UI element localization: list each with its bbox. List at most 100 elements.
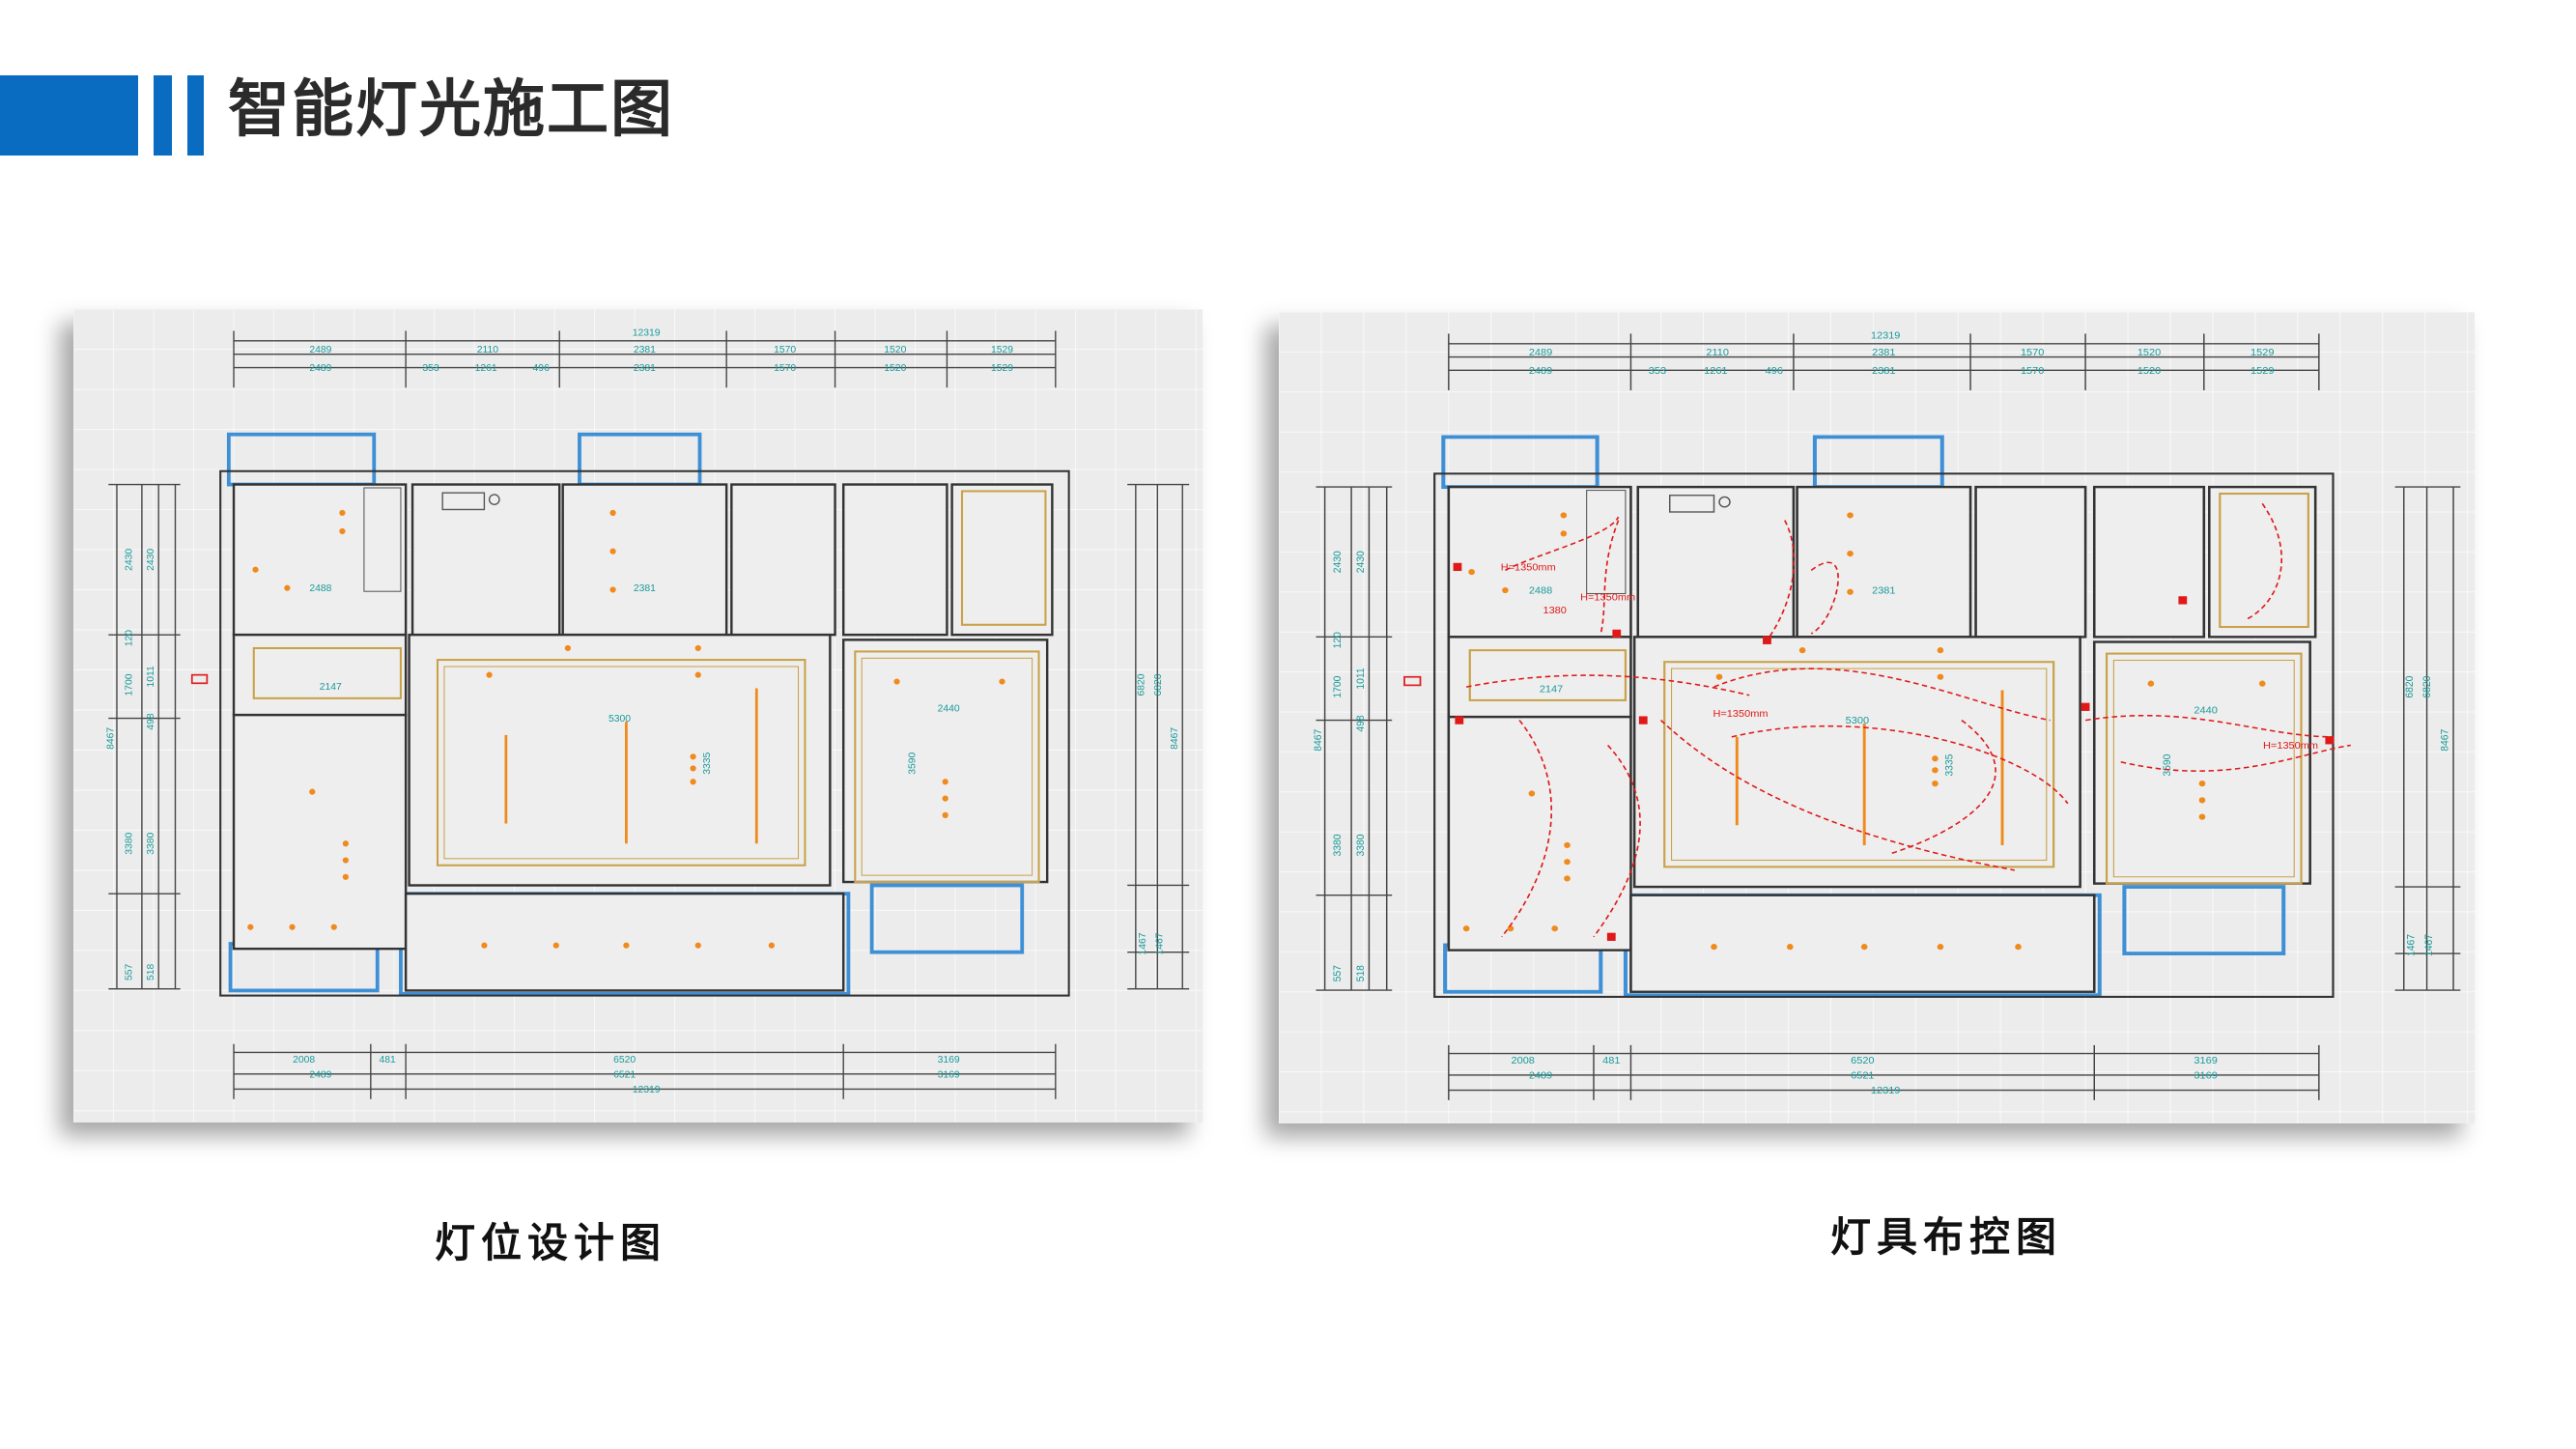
spot-light-icon [2258, 680, 2266, 687]
window-frame [1812, 435, 1944, 490]
ceiling-outline [854, 650, 1040, 884]
window-frame [869, 883, 1025, 954]
switch-icon [1606, 932, 1616, 941]
dimension-label: 3590 [908, 753, 919, 775]
spot-light-icon [1715, 673, 1723, 680]
spot-light-icon [1551, 925, 1558, 932]
dimension-label: 1529 [991, 363, 1013, 374]
dimension-label: 557 [1332, 965, 1344, 981]
dimension-label: 5300 [609, 714, 631, 724]
room-wall [408, 633, 832, 887]
spot-light-icon [893, 678, 900, 685]
room-wall [1636, 485, 1796, 639]
spot-light-icon [1798, 647, 1806, 654]
spot-light-icon [339, 509, 346, 517]
switch-icon [2081, 702, 2090, 711]
spot-light-icon [564, 644, 571, 652]
spot-light-icon [309, 788, 316, 795]
dimension-label: 6820 [1136, 673, 1146, 696]
sink-icon [1668, 495, 1715, 513]
control-wiring-line [1465, 674, 1750, 696]
dimension-label: 12319 [1871, 1085, 1901, 1096]
spot-light-icon [942, 795, 948, 802]
control-wiring-line [1810, 561, 1839, 635]
dimension-label: 498 [1355, 715, 1367, 731]
dimension-label: 6820 [1153, 673, 1164, 696]
room-wall [841, 639, 1049, 884]
dimension-label: 353 [1649, 365, 1666, 377]
room-wall [1447, 715, 1632, 952]
dimension-label: 5300 [1846, 715, 1869, 726]
spot-light-icon [2198, 797, 2206, 804]
dimension-label: 2489 [1529, 347, 1552, 358]
spot-light-icon [690, 753, 696, 760]
dimension-label: 2381 [1872, 365, 1895, 377]
dimension-label: 496 [533, 363, 551, 374]
spot-light-icon [552, 942, 559, 949]
room-wall [1629, 894, 2096, 993]
header-accent-stripe [154, 75, 172, 156]
dimension-label: 498 [146, 713, 156, 730]
ceiling-outline [2112, 659, 2295, 878]
dimension-label: 120 [1332, 632, 1344, 648]
room-wall [2092, 640, 2311, 885]
switch-icon [1453, 562, 1462, 572]
dimension-label: 1467 [1138, 932, 1148, 954]
dimension-label: 1529 [2250, 365, 2274, 377]
switch-icon [1763, 636, 1771, 644]
spot-light-icon [1560, 512, 1568, 519]
dimension-label: 1529 [991, 345, 1013, 355]
spot-light-icon [342, 840, 349, 847]
switch-icon [1638, 716, 1648, 724]
spot-light-icon [609, 509, 616, 517]
spot-light-icon [330, 923, 337, 930]
control-wiring-line [2244, 502, 2283, 621]
ceiling-outline [436, 659, 807, 867]
dimension-label: 2440 [938, 704, 960, 715]
dimension-label: 1467 [2405, 934, 2417, 956]
dimension-label: 481 [1602, 1055, 1620, 1066]
ceiling-outline [2105, 652, 2303, 885]
dimension-label: 12319 [633, 1085, 661, 1095]
spot-light-icon [289, 923, 296, 930]
dimension-label: 6820 [2421, 676, 2433, 698]
spot-light-icon [1462, 925, 1470, 932]
room-wall [1796, 485, 1972, 639]
dimension-label: 12319 [633, 328, 661, 339]
spot-light-icon [1564, 841, 1571, 849]
spot-light-icon [1564, 875, 1571, 882]
ceiling-outline [1671, 668, 2048, 861]
dimension-label: 8467 [1313, 729, 1324, 752]
spot-light-icon [1847, 512, 1854, 519]
spot-light-icon [1711, 944, 1717, 951]
room-wall [2092, 485, 2206, 639]
dimension-label: 2147 [1540, 684, 1563, 696]
control-wiring-line [2084, 715, 2334, 738]
dimension-label: H=1350mm [1501, 562, 1556, 574]
spot-light-icon [342, 873, 349, 880]
dimension-label: 3380 [146, 833, 156, 855]
dimension-label: 3169 [2194, 1055, 2217, 1066]
dimension-label: 3380 [125, 833, 135, 855]
room-wall [404, 892, 845, 992]
stove-icon [488, 494, 500, 505]
dimension-label: 2430 [146, 549, 156, 571]
dimension-label: 2008 [293, 1055, 315, 1065]
dimension-label: 1520 [884, 363, 906, 374]
spot-light-icon [2015, 944, 2022, 951]
dimension-label: 3590 [2162, 754, 2173, 777]
room-wall [410, 483, 561, 637]
stove-icon [1718, 496, 1731, 508]
spot-light-icon [694, 644, 701, 652]
dimension-label: 6820 [2404, 676, 2416, 698]
control-wiring-line [2120, 744, 2351, 772]
spot-light-icon [481, 942, 488, 949]
control-wiring-line [1593, 744, 1641, 938]
spot-light-icon [1528, 790, 1536, 797]
dimension-label: 518 [146, 964, 156, 981]
dimension-label: 2381 [634, 345, 656, 355]
dimension-label: H=1350mm [1580, 592, 1635, 604]
spot-light-icon [486, 671, 493, 678]
dimension-label: 1520 [884, 345, 906, 355]
dimension-label: 3335 [702, 753, 713, 775]
